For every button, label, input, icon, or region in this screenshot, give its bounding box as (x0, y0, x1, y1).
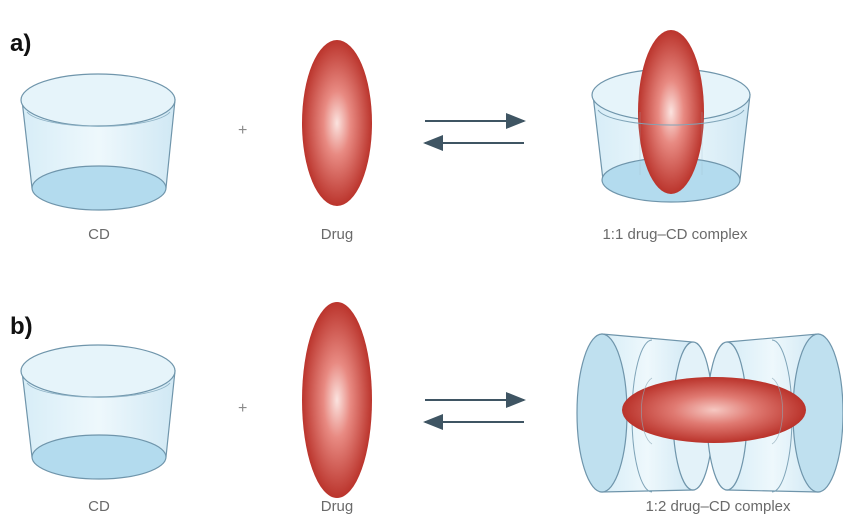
label-drug-b: Drug (287, 498, 387, 515)
drug-a (302, 40, 372, 206)
label-cd-b: CD (49, 498, 149, 515)
label-drug-a: Drug (287, 226, 387, 243)
complex-1-1 (592, 30, 750, 202)
equilibrium-arrows-b (425, 400, 524, 422)
drug-b (302, 302, 372, 498)
panel-label-a: a) (10, 30, 31, 58)
panel-label-b: b) (10, 313, 33, 341)
cd-cup-a (21, 74, 175, 210)
label-cd-a: CD (49, 226, 149, 243)
plus-sign-a: + (238, 122, 247, 140)
panel-b (21, 302, 843, 498)
complex-1-2 (577, 334, 843, 492)
equilibrium-arrows-a (425, 121, 524, 143)
panel-a (21, 30, 750, 210)
plus-sign-b: + (238, 400, 247, 418)
label-complex-b: 1:2 drug–CD complex (608, 498, 828, 515)
cd-cup-b (21, 345, 175, 479)
label-complex-a: 1:1 drug–CD complex (590, 226, 760, 243)
